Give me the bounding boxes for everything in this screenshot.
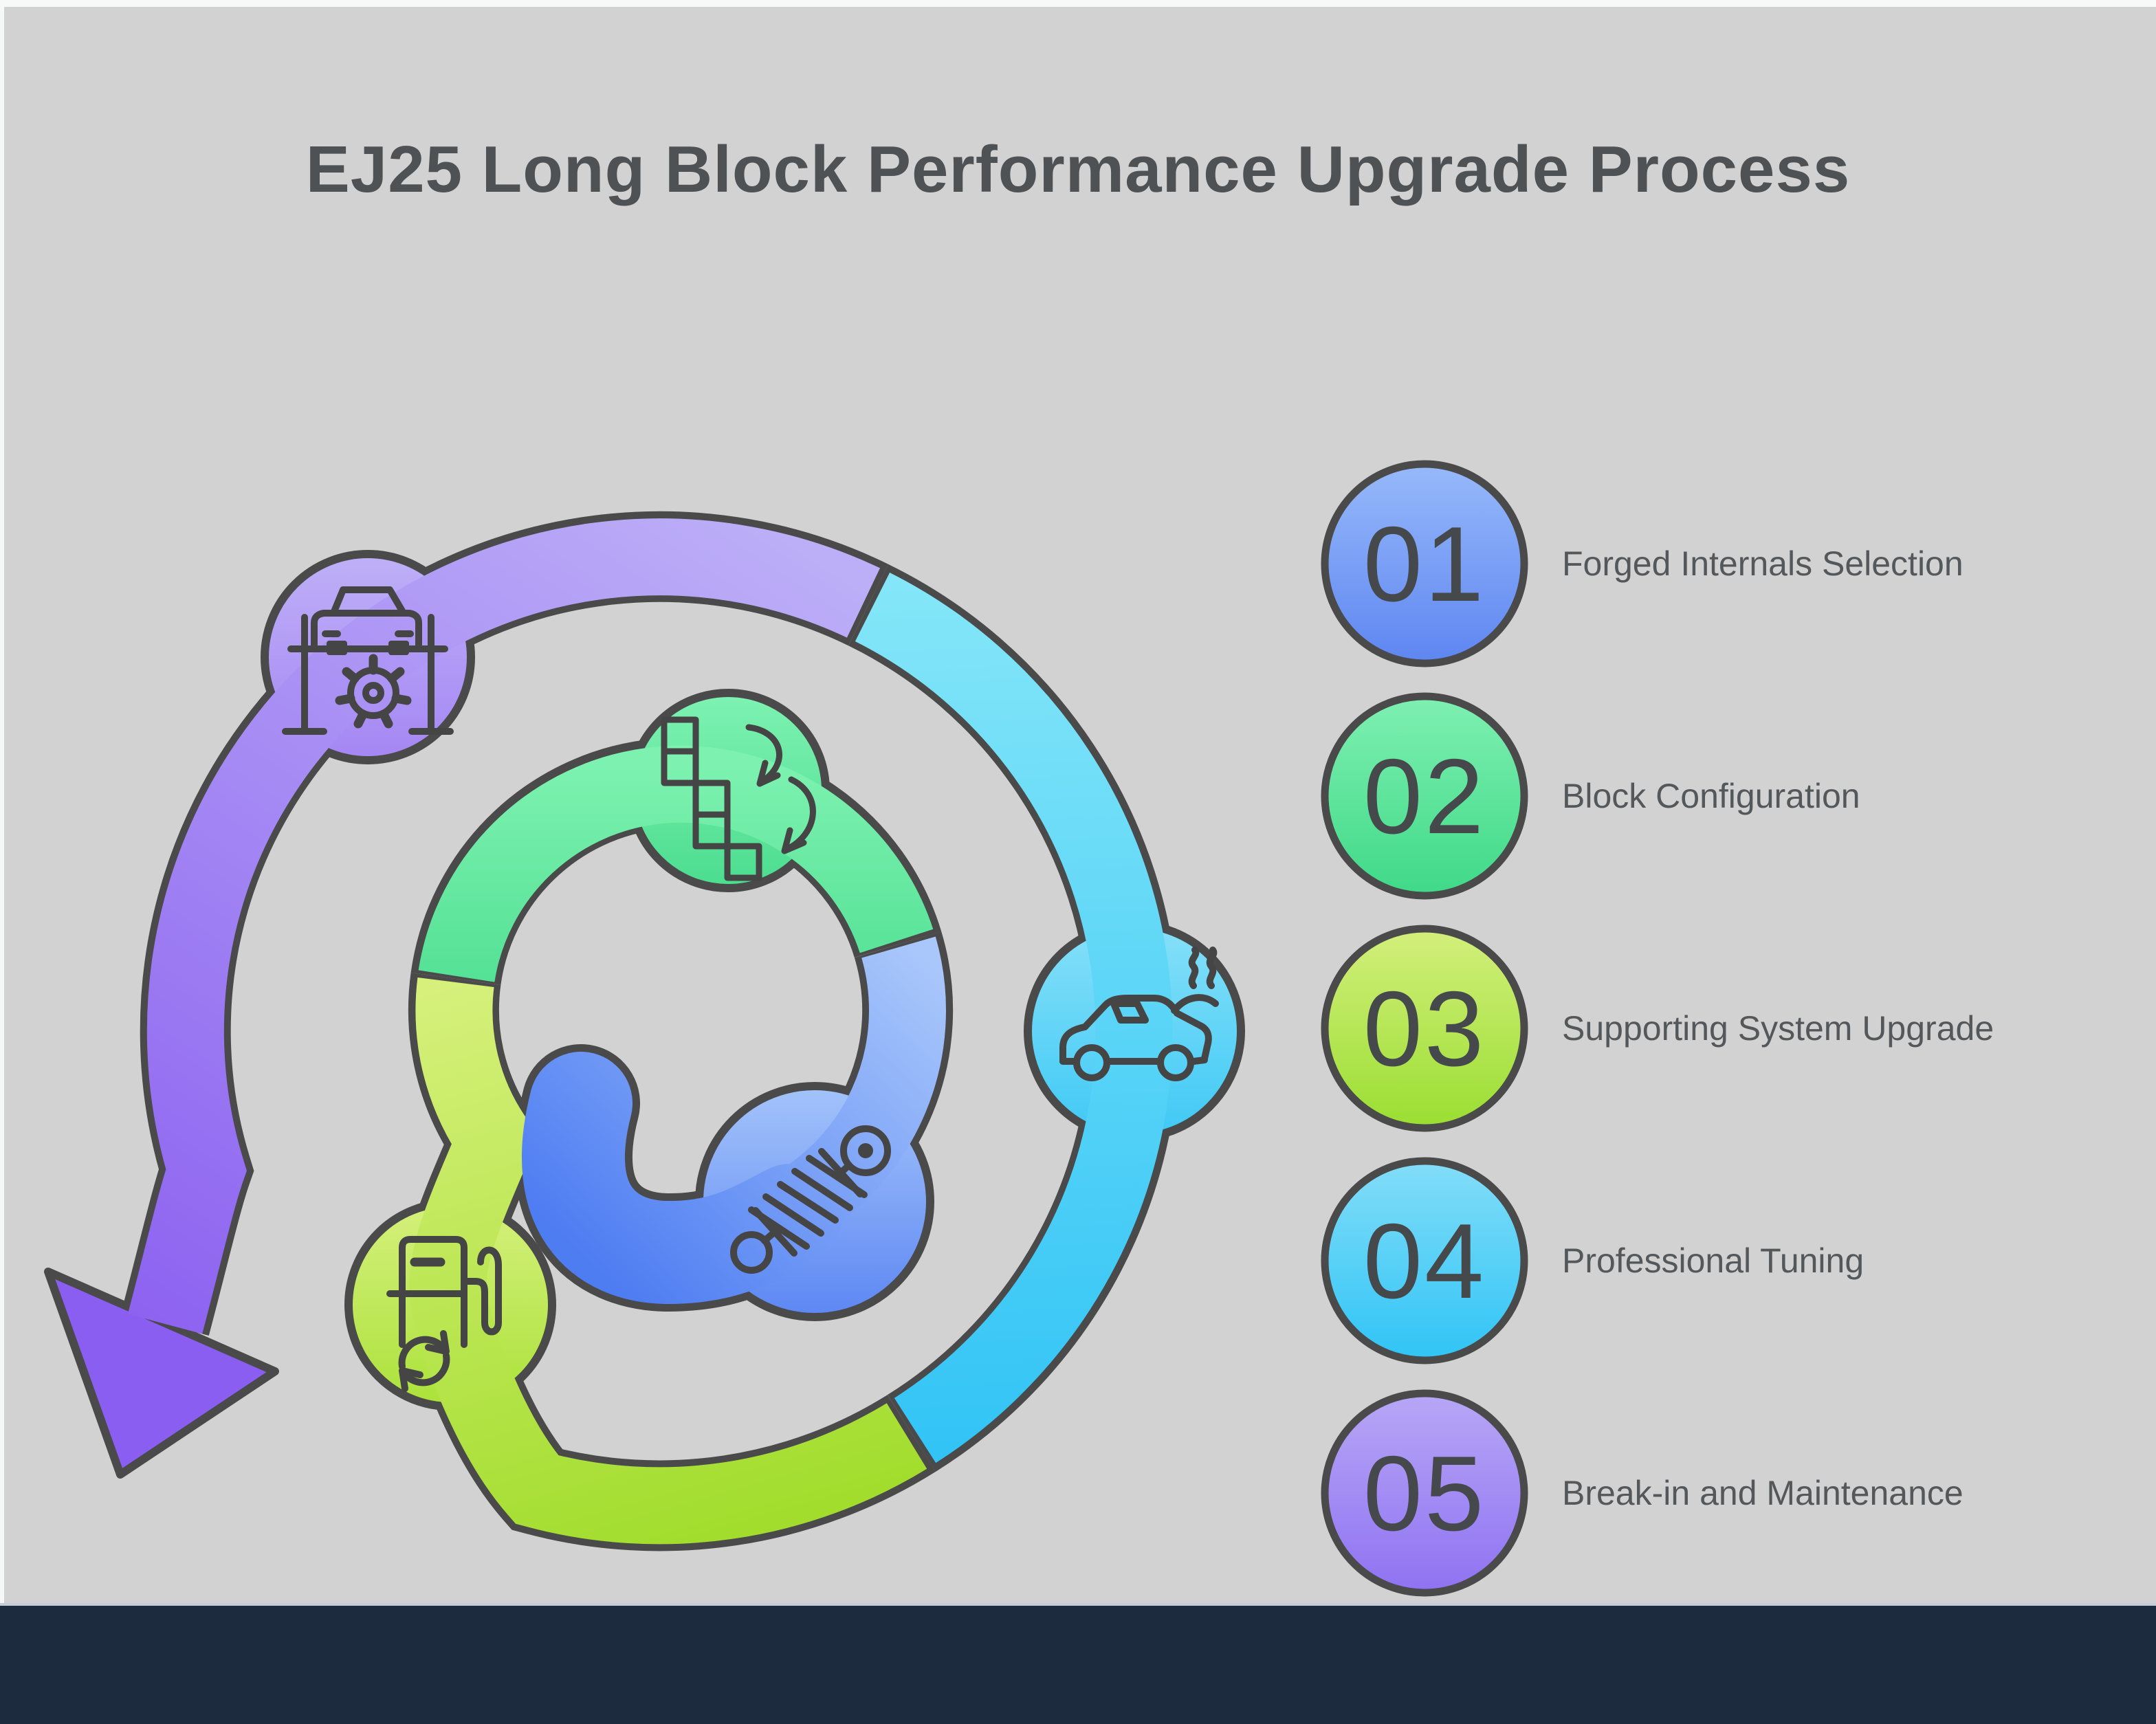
car-overheat-icon (1059, 947, 1219, 1081)
legend-label-01: Forged Internals Selection (1562, 544, 1964, 583)
spiral-segment-purple (127, 518, 880, 1334)
legend-number-03: 03 (1363, 969, 1486, 1088)
car-lift-gear-icon (282, 586, 454, 735)
legend-item-02: 02 Block Configuration (1321, 692, 1860, 900)
legend-item-03: 03 Supporting System Upgrade (1321, 925, 1994, 1132)
legend-number-04: 04 (1363, 1202, 1486, 1320)
spiral-segment-green (418, 745, 934, 983)
page-title: EJ25 Long Block Performance Upgrade Proc… (305, 133, 1851, 206)
legend-label-05: Break-in and Maintenance (1562, 1474, 1964, 1512)
blocks-workflow-icon (661, 716, 816, 881)
spiral-arrow-diagram (44, 511, 1245, 1551)
legend-number-05: 05 (1363, 1434, 1486, 1553)
legend-circle-04 (1321, 1157, 1528, 1364)
legend-circle-01 (1321, 460, 1528, 667)
legend-item-04: 04 Professional Tuning (1321, 1157, 1864, 1364)
legend-number-02: 02 (1363, 737, 1486, 856)
legend-label-04: Professional Tuning (1562, 1241, 1864, 1280)
legend-circle-03 (1321, 925, 1528, 1132)
legend-label-02: Block Configuration (1562, 777, 1860, 815)
legend-number-01: 01 (1363, 505, 1486, 623)
legend-item-05: 05 Break-in and Maintenance (1321, 1389, 1964, 1597)
spiral-segments (127, 518, 1173, 1545)
legend-circle-05 (1321, 1389, 1528, 1597)
footer-bar (0, 1603, 2156, 1724)
fuel-pump-refresh-icon (386, 1236, 502, 1392)
legend-circle-02 (1321, 692, 1528, 900)
shock-absorber-icon (730, 1125, 891, 1274)
legend-item-01: 01 Forged Internals Selection (1321, 460, 1964, 667)
legend-label-03: Supporting System Upgrade (1562, 1009, 1994, 1048)
legend: 01 Forged Internals Selection 02 Block C… (1321, 460, 1994, 1597)
